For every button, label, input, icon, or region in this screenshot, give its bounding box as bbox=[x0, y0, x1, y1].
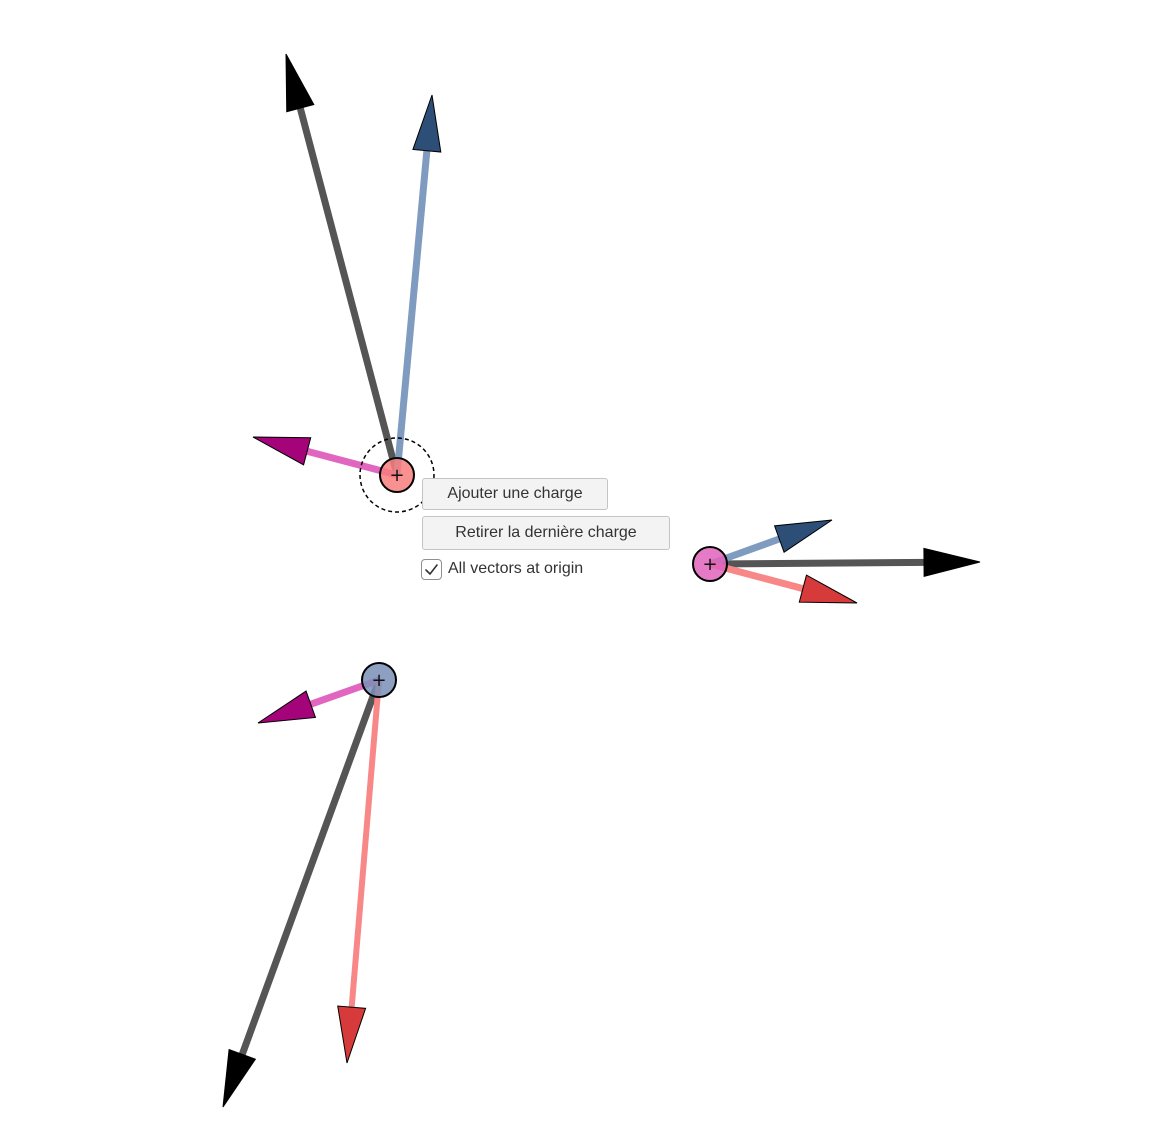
add-charge-button[interactable]: Ajouter une charge bbox=[422, 478, 608, 510]
charge-magenta-net-force-shaft bbox=[709, 558, 929, 568]
charge-blue-net-force-shaft bbox=[237, 678, 383, 1060]
charge-red-net-force-arrowhead bbox=[285, 53, 315, 113]
charge-red-force-from-blue-vector bbox=[393, 94, 442, 476]
charge-blue-force-from-red-arrowhead bbox=[337, 1005, 367, 1064]
charge-red-force-from-magenta-arrowhead bbox=[252, 436, 312, 466]
all-vectors-at-origin-label: All vectors at origin bbox=[448, 560, 584, 577]
charge-blue-group[interactable]: + bbox=[222, 662, 397, 1108]
charge-blue-sign: + bbox=[371, 670, 386, 691]
charge-red-force-from-blue-arrowhead bbox=[412, 94, 442, 153]
charge-red-force-from-magenta-vector bbox=[252, 436, 398, 479]
charge-blue-disc[interactable] bbox=[361, 662, 397, 698]
charge-blue-net-force-arrowhead bbox=[222, 1048, 257, 1108]
charge-magenta-force-from-red-vector bbox=[709, 560, 858, 604]
charge-magenta-group[interactable]: + bbox=[692, 519, 981, 604]
charge-magenta-force-from-blue-arrowhead bbox=[773, 519, 833, 553]
charge-magenta-disc[interactable] bbox=[692, 546, 728, 582]
charge-blue-force-from-magenta-arrowhead bbox=[257, 690, 317, 724]
remove-last-charge-button[interactable]: Retirer la dernière charge bbox=[422, 516, 670, 550]
all-vectors-at-origin-toggle[interactable]: All vectors at origin bbox=[421, 558, 583, 580]
charge-magenta-force-from-blue-vector bbox=[708, 519, 833, 568]
checkmark-icon bbox=[425, 563, 438, 575]
charge-magenta-force-from-red-arrowhead bbox=[798, 574, 858, 604]
charge-red-selection-ring bbox=[359, 437, 435, 513]
charge-blue-net-force-vector bbox=[222, 678, 383, 1108]
charge-red-group[interactable]: + bbox=[252, 53, 442, 513]
charge-red-sign: + bbox=[389, 465, 404, 486]
charge-magenta-net-force-vector bbox=[709, 547, 981, 578]
all-vectors-at-origin-checkbox[interactable] bbox=[421, 558, 442, 580]
charge-red-disc[interactable] bbox=[379, 457, 415, 493]
charge-magenta-net-force-arrowhead bbox=[923, 547, 981, 578]
charge-blue-force-from-red-vector bbox=[337, 679, 382, 1064]
charge-red-net-force-vector bbox=[285, 53, 401, 476]
charge-red-net-force-shaft bbox=[295, 103, 401, 476]
charge-blue-force-from-magenta-vector bbox=[257, 676, 381, 724]
charge-red-force-from-blue-shaft bbox=[393, 146, 431, 476]
charge-magenta-sign: + bbox=[702, 554, 717, 575]
charge-blue-force-from-red-shaft bbox=[348, 679, 382, 1012]
